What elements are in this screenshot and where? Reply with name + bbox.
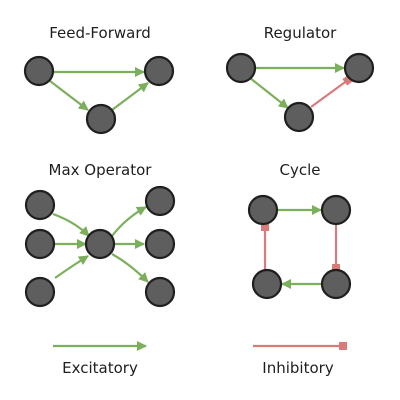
cycle-node-bottom-right: [320, 268, 352, 300]
max-edge-bottom-in: [54, 255, 89, 279]
regulator-title: Regulator: [264, 24, 337, 42]
reg-node-left: [225, 52, 257, 84]
max-node-in-bottom: [24, 276, 56, 308]
max-operator-title: Max Operator: [49, 161, 153, 179]
reg-node-bottom: [283, 101, 315, 133]
ff-edge-bottom-right: [111, 82, 149, 111]
cycle-title: Cycle: [280, 161, 321, 179]
ff-node-right: [143, 55, 175, 87]
max-edge-top-in: [52, 212, 90, 237]
max-edge-top-out: [111, 206, 147, 237]
cycle-node-top-right: [320, 194, 352, 226]
legend-inhibitory-label: Inhibitory: [262, 359, 334, 377]
max-node-out-middle: [144, 228, 176, 260]
max-node-out-top: [144, 185, 176, 217]
max-node-in-top: [24, 189, 56, 221]
reg-edge-bottom-right: [310, 74, 354, 108]
legend-excitatory-label: Excitatory: [62, 359, 138, 377]
reg-edge-left-bottom: [249, 77, 289, 109]
nodes-layer: [23, 52, 375, 308]
max-edge-bottom-out: [111, 253, 149, 283]
ff-edge-left-bottom: [49, 80, 89, 111]
max-node-center: [84, 228, 116, 260]
max-node-out-bottom: [144, 276, 176, 308]
max-node-in-middle: [24, 228, 56, 260]
cycle-node-top-left: [247, 194, 279, 226]
reg-node-right: [343, 52, 375, 84]
ff-node-left: [23, 55, 55, 87]
feed-forward-title: Feed-Forward: [49, 24, 151, 42]
cycle-node-bottom-left: [251, 268, 283, 300]
ff-node-bottom: [85, 103, 117, 135]
edges-layer: [49, 63, 354, 351]
